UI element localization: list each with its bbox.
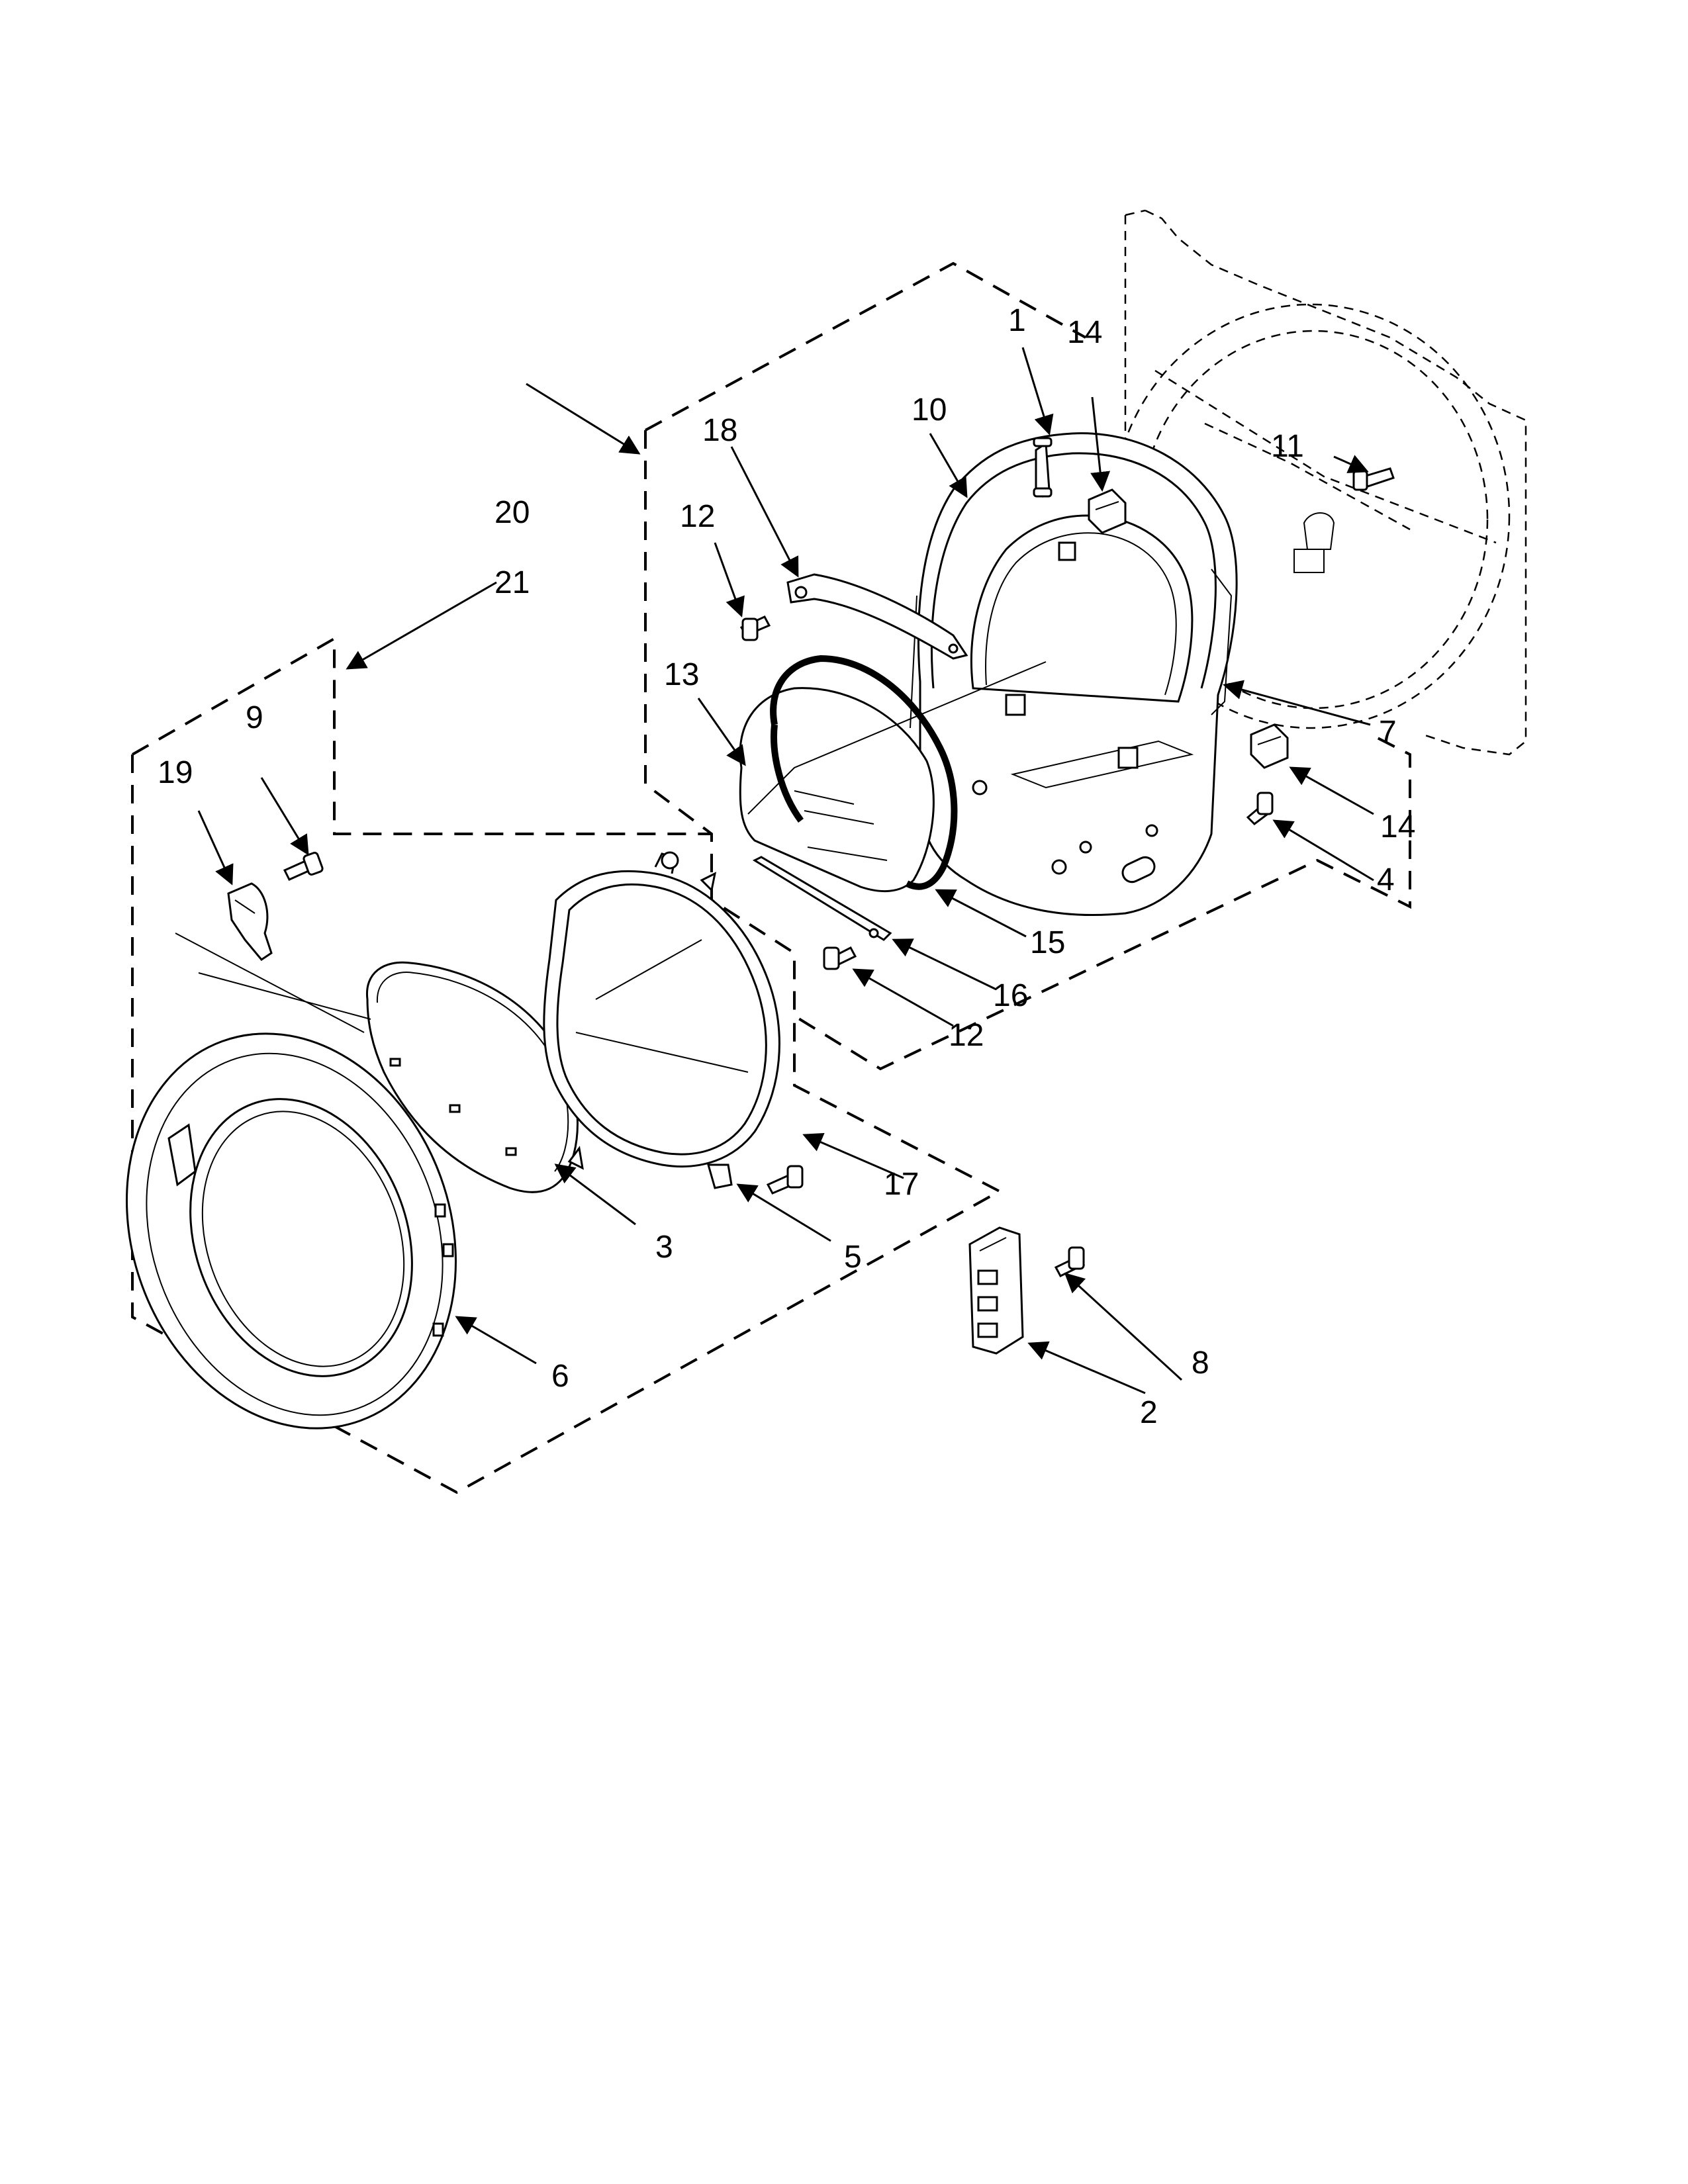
part-clip-14-lower: [1250, 723, 1289, 769]
callout-9: 9: [246, 700, 263, 735]
callout-3: 3: [655, 1230, 673, 1265]
callout-11: 11: [1271, 429, 1304, 464]
callout-17: 17: [884, 1167, 919, 1202]
callout-7: 7: [1379, 715, 1397, 750]
screw-8-icon: [1054, 1246, 1086, 1277]
callout-14-lower: 14: [1380, 809, 1415, 844]
callout-6: 6: [551, 1359, 569, 1394]
screw-12-upper-icon: [739, 615, 771, 641]
callout-8: 8: [1192, 1345, 1209, 1381]
screw-9-icon: [283, 852, 324, 881]
screw-4-icon: [1246, 792, 1274, 825]
explode-line: [747, 661, 1047, 815]
part-outer-door: [126, 1032, 457, 1430]
callout-14-upper: 14: [1067, 315, 1102, 350]
part-latch-bar: [786, 573, 968, 660]
group-outline-20: [644, 261, 1411, 1071]
callout-2: 2: [1140, 1395, 1158, 1430]
part-front-panel: [910, 432, 1238, 917]
callout-13: 13: [664, 657, 699, 692]
part-hinge: [968, 1226, 1024, 1355]
callout-12-upper: 12: [680, 499, 715, 534]
callout-1: 1: [1008, 303, 1026, 338]
part-hinge-cover: [227, 882, 273, 961]
callout-5: 5: [844, 1240, 862, 1275]
leader-lines: [197, 347, 1374, 1394]
callout-15: 15: [1030, 925, 1065, 960]
explode-line: [198, 972, 371, 1020]
callout-19: 19: [158, 755, 193, 790]
part-clip-14-upper: [1088, 488, 1127, 534]
callout-16: 16: [993, 978, 1028, 1013]
callout-18: 18: [702, 413, 737, 448]
callout-12-lower: 12: [949, 1018, 984, 1053]
callout-4: 4: [1377, 862, 1395, 897]
screw-17-icon: [766, 1165, 804, 1195]
callout-21: 21: [494, 565, 530, 600]
screw-icon: [1352, 467, 1395, 491]
screw-12-lower-icon: [823, 946, 857, 970]
part-bracket-1: [1033, 437, 1053, 498]
callout-labels: 1 2 3 4 5 6 7 8 9 10 11 12 12 13 14 14 1…: [158, 303, 1415, 1430]
callout-10: 10: [912, 392, 947, 428]
part-door-frame: [543, 851, 780, 1189]
part-strip-16: [752, 856, 892, 941]
explode-line: [175, 933, 365, 1033]
part-gasket: [770, 655, 958, 890]
cabinet-front-phantom: [1111, 209, 1527, 756]
callout-20: 20: [494, 495, 530, 530]
